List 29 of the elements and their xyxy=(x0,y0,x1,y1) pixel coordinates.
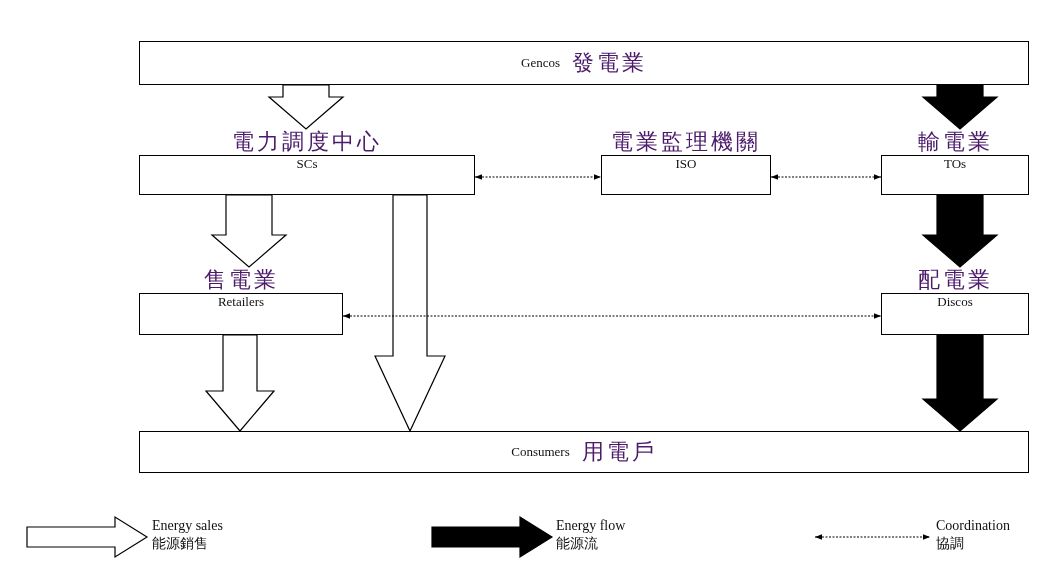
box-label: Gencos xyxy=(521,55,560,71)
box-heading: 配電業 xyxy=(917,267,993,292)
double-arrow xyxy=(342,313,882,319)
process-box: ISO xyxy=(601,155,771,195)
box-label: Consumers xyxy=(511,444,570,460)
legend-label: Coordination 協調 xyxy=(936,517,1011,553)
block-arrow xyxy=(921,194,999,268)
box-label: 發電業 xyxy=(572,49,647,77)
legend-label: Energy flow 能源流 xyxy=(556,517,627,553)
process-box: TOs xyxy=(881,155,1029,195)
block-arrow xyxy=(210,194,288,268)
box-heading: 售電業 xyxy=(203,267,279,292)
block-arrow xyxy=(921,334,999,432)
box-heading: 輸電業 xyxy=(917,129,993,154)
process-box xyxy=(139,41,1029,85)
process-box: Discos xyxy=(881,293,1029,335)
process-box: Retailers xyxy=(139,293,343,335)
legend-label: Energy sales 能源銷售 xyxy=(152,517,224,553)
double-arrow xyxy=(474,174,602,180)
box-heading: 電業監理機關 xyxy=(611,129,761,154)
block-arrow xyxy=(204,334,276,432)
process-box: SCs xyxy=(139,155,475,195)
block-arrow xyxy=(374,194,446,433)
double-arrow xyxy=(770,174,882,180)
box-label: 用電戶 xyxy=(581,438,657,466)
block-arrow xyxy=(921,84,999,130)
process-box xyxy=(139,431,1029,473)
box-heading: 電力調度中心 xyxy=(232,129,382,154)
block-arrow xyxy=(267,84,345,130)
